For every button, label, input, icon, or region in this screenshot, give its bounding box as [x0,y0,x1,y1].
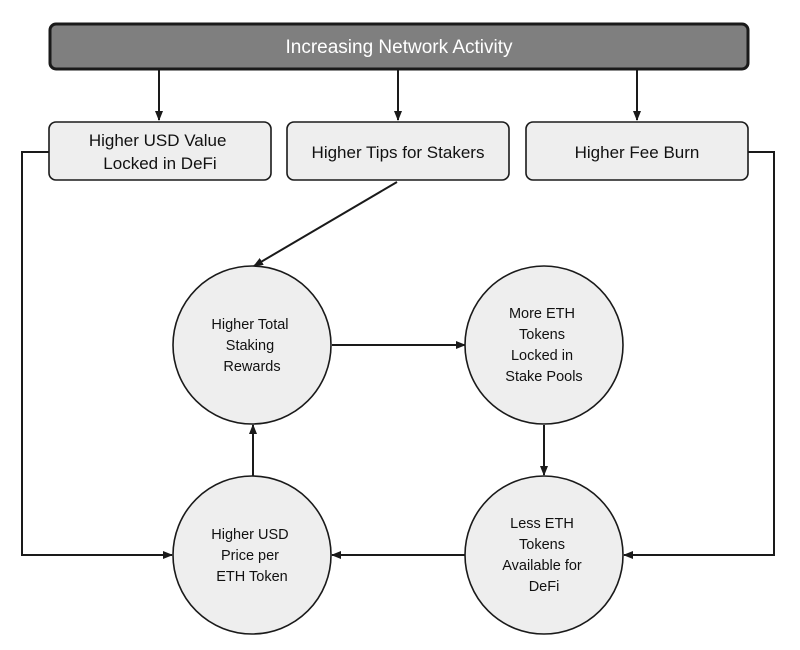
usd-price-line-3: ETH Token [216,569,287,585]
total-staking-rewards-node: Higher Total Staking Rewards [172,265,332,425]
header-node: Increasing Network Activity [48,22,750,71]
total-staking-rewards-line-1: Higher Total [211,317,288,333]
tips-for-stakers-label: Higher Tips for Stakers [312,143,485,162]
usd-price-line-2: Price per [221,548,279,564]
usd-price-per-eth-node: Higher USD Price per ETH Token [172,475,332,635]
svg-text:Less ETH Tokens Av: Less ETH Tokens Available for DeFi [502,516,586,595]
tips-for-stakers-node: Higher Tips for Stakers [286,121,510,181]
less-eth-line-1: Less ETH [510,516,574,532]
fee-burn-node: Higher Fee Burn [525,121,749,181]
usd-value-locked-label-line-2: Locked in DeFi [103,154,216,173]
arrow-tips-to-total-rewards [253,181,398,267]
less-eth-line-3: Available for [502,558,582,574]
eth-locked-line-3: Locked in [511,348,573,364]
usd-price-line-1: Higher USD [211,527,288,543]
svg-text:Higher USD Value Locked: Higher USD Value Locked in DeFi [89,131,231,173]
arrow-usd-value-to-usd-price [21,151,173,559]
total-staking-rewards-line-3: Rewards [223,359,280,375]
eth-locked-line-1: More ETH [509,306,575,322]
less-eth-for-defi-node: Less ETH Tokens Available for DeFi [464,475,624,635]
svg-text:More ETH Tokens Lo: More ETH Tokens Locked in Stake Pools [505,306,582,385]
eth-locked-line-2: Tokens [519,327,565,343]
svg-text:Higher Total Staking: Higher Total Staking Rewards [211,317,292,375]
eth-locked-line-4: Stake Pools [505,369,582,385]
less-eth-line-4: DeFi [529,579,560,595]
svg-text:Higher USD Price per: Higher USD Price per ETH Token [211,527,292,585]
less-eth-line-2: Tokens [519,537,565,553]
total-staking-rewards-line-2: Staking [226,338,274,354]
fee-burn-label: Higher Fee Burn [575,143,700,162]
usd-value-locked-label-line-1: Higher USD Value [89,131,227,150]
eth-locked-in-pools-node: More ETH Tokens Locked in Stake Pools [464,265,624,425]
arrow-fee-burn-to-less-eth [623,151,775,559]
header-label: Increasing Network Activity [285,37,513,58]
usd-value-locked-node: Higher USD Value Locked in DeFi [48,121,272,181]
